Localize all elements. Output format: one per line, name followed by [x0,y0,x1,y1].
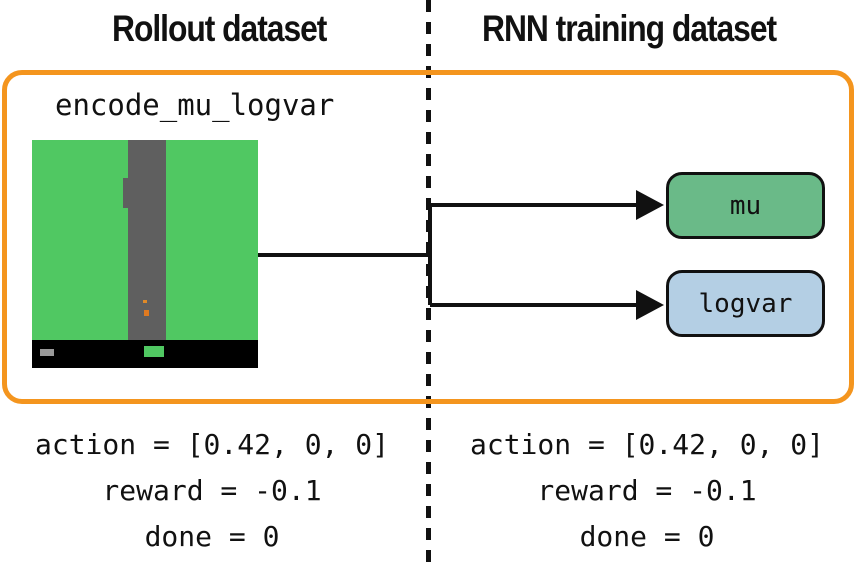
rollout-reward: reward = -0.1 [102,474,322,507]
logvar-arrowhead [636,290,664,320]
car [144,310,149,316]
car-light [143,300,147,303]
encoding-frame [2,70,854,404]
car-racing-frame-image [32,140,258,368]
rnn-training-dataset-heading: RNN training dataset [482,8,777,49]
rollout-dataset-heading: Rollout dataset [112,8,327,49]
road-edge [123,178,129,208]
rollout-action: action = [0.42, 0, 0] [34,428,389,461]
mu-node-label: mu [729,190,762,221]
mu-node: mu [666,172,825,239]
hud-speed-indicator [40,349,54,356]
mu-arrowhead [636,190,664,220]
rnn-reward: reward = -0.1 [537,474,757,507]
rollout-fields: action = [0.42, 0, 0] reward = -0.1 done… [2,422,422,560]
rnn-action: action = [0.42, 0, 0] [469,428,824,461]
hud-steering-indicator [144,346,164,357]
rnn-done: done = 0 [579,520,715,553]
rollout-done: done = 0 [144,520,280,553]
logvar-node-label: logvar [698,288,793,319]
road [128,140,166,340]
rnn-fields: action = [0.42, 0, 0] reward = -0.1 done… [437,422,857,560]
encode-function-label: encode_mu_logvar [55,88,335,122]
logvar-node: logvar [666,270,825,337]
